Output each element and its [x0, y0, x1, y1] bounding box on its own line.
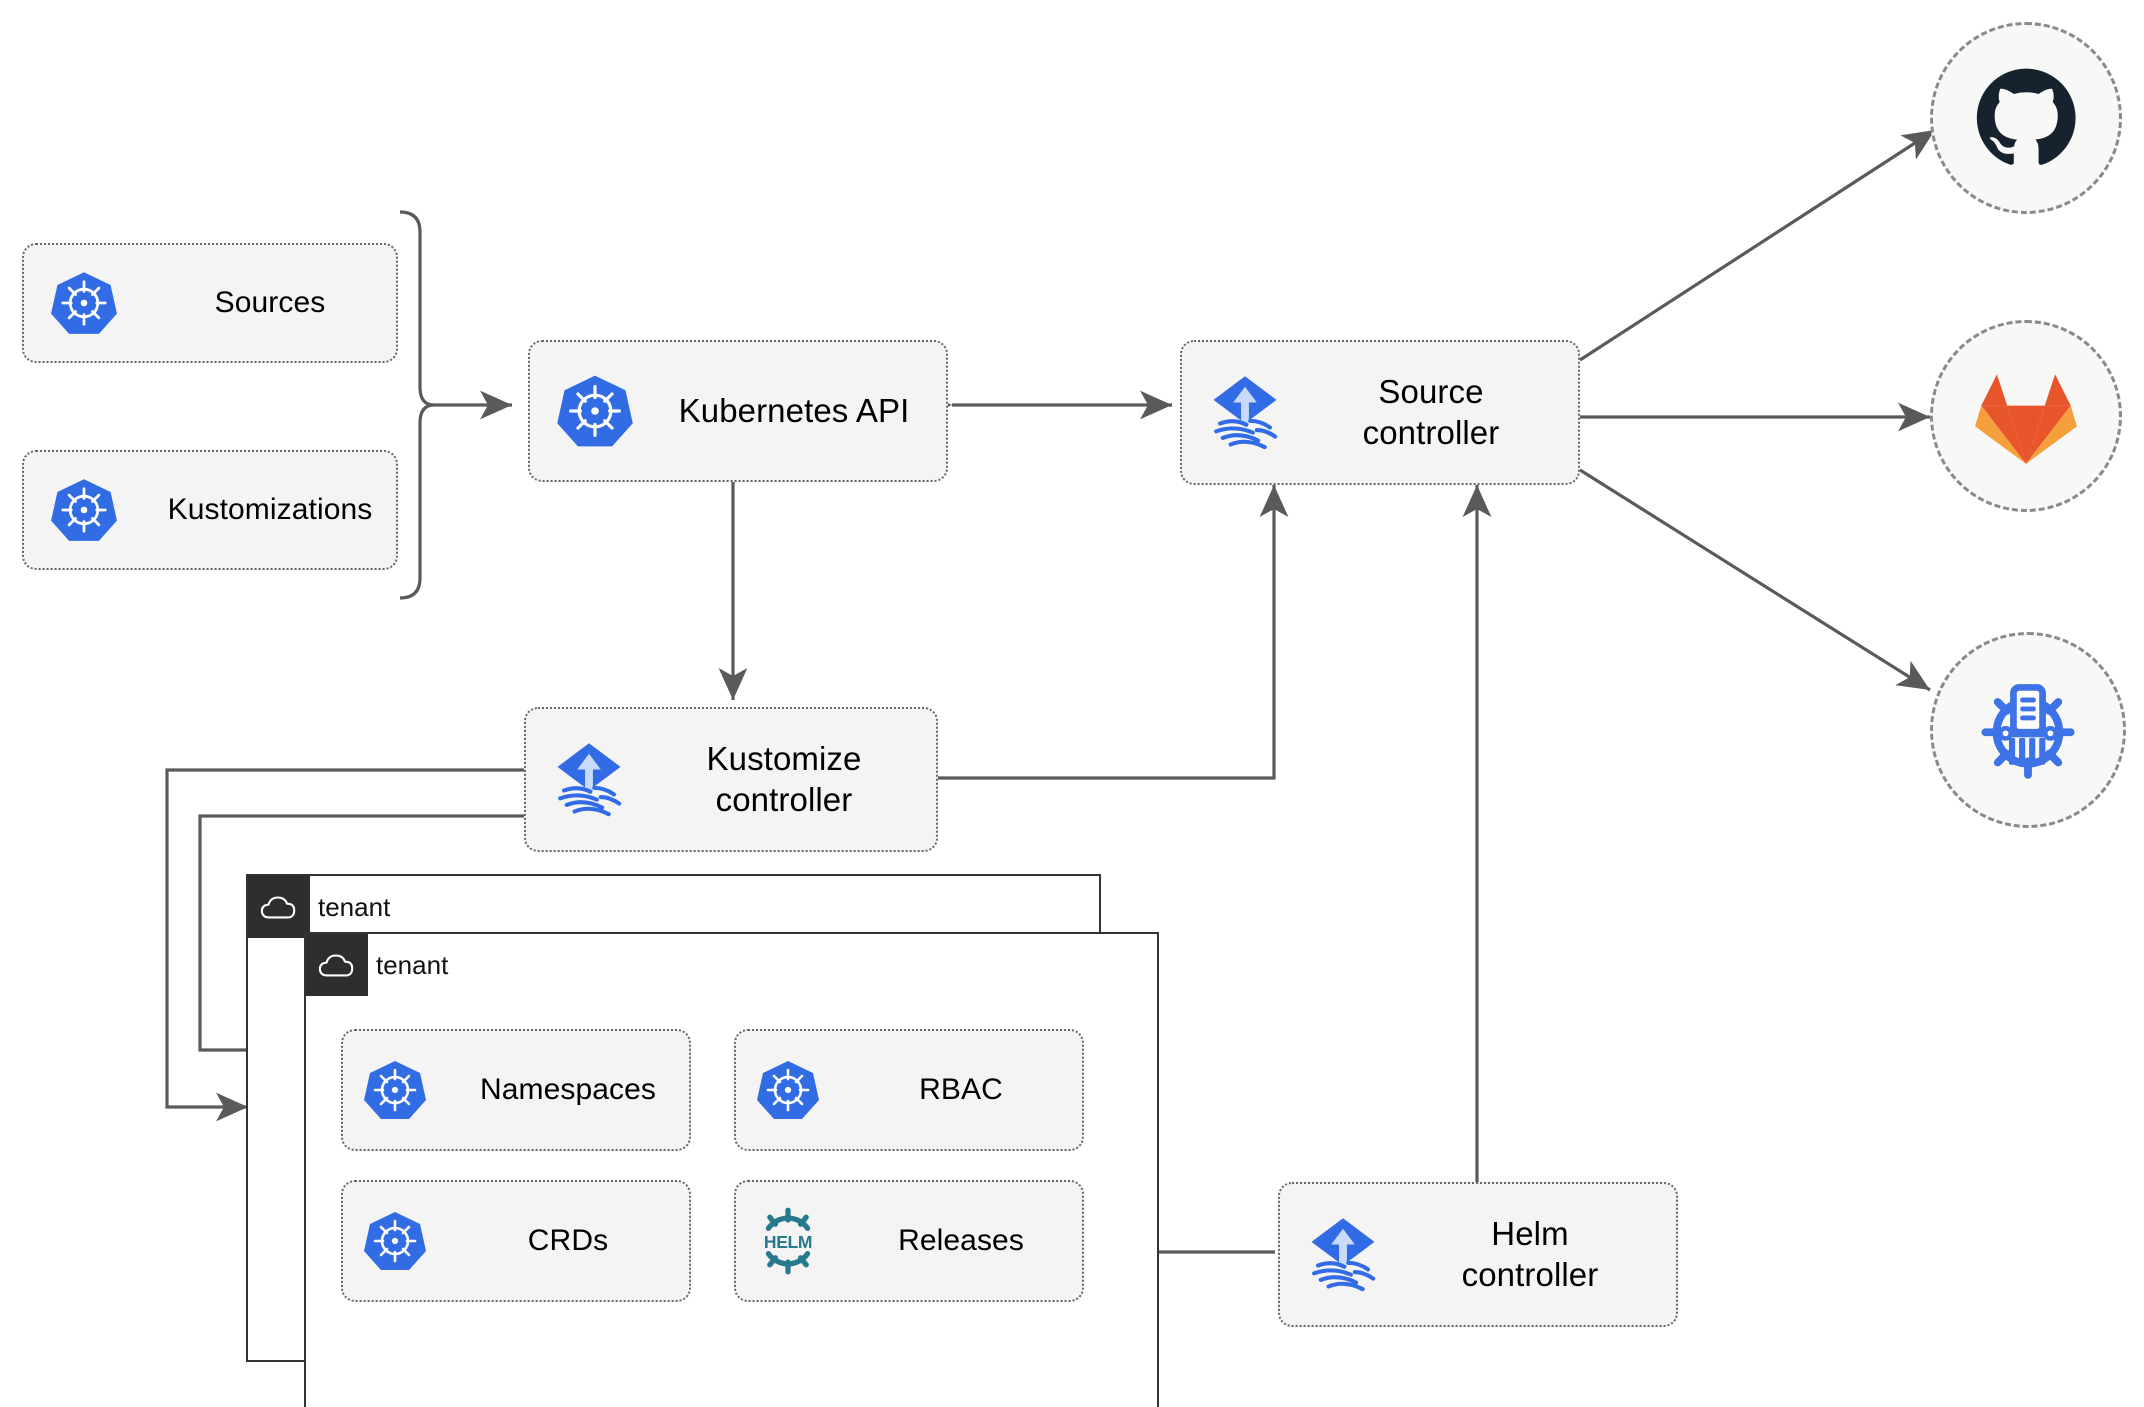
- node-label: Kubernetes API: [678, 391, 910, 429]
- flux-icon: [1280, 1213, 1406, 1297]
- kubernetes-icon: [24, 269, 144, 337]
- kubernetes-icon: [736, 1058, 840, 1122]
- tenant-resource-releases[interactable]: HELM Releases: [734, 1180, 1084, 1302]
- edge-source-controller-to-github: [1579, 128, 1936, 362]
- resource-box-kustomizations[interactable]: Kustomizations: [22, 450, 398, 570]
- github-icon: [1976, 68, 2076, 165]
- node-helm-controller[interactable]: Helm controller: [1278, 1182, 1678, 1327]
- tenant-label: tenant: [376, 949, 449, 980]
- node-label: Helm controller: [1461, 1215, 1599, 1293]
- kubernetes-icon: [24, 476, 144, 544]
- endpoint-github[interactable]: [1930, 22, 2122, 214]
- gitlab-icon: [1975, 374, 2077, 464]
- tenant-label: tenant: [318, 891, 391, 922]
- node-kubernetes-api[interactable]: Kubernetes API: [528, 340, 948, 482]
- flux-icon: [526, 738, 652, 822]
- endpoint-helm-repository[interactable]: [1930, 632, 2126, 828]
- tenant-resource-crds[interactable]: CRDs: [341, 1180, 691, 1302]
- kubernetes-icon: [343, 1209, 447, 1273]
- kubernetes-icon: [343, 1058, 447, 1122]
- kubernetes-icon: [530, 372, 660, 450]
- tenant-resource-label: CRDs: [527, 1223, 609, 1257]
- edge-kustomize-to-source-controller: [938, 485, 1289, 780]
- node-label: Kustomize controller: [706, 740, 862, 818]
- node-label: Source controller: [1362, 373, 1500, 451]
- cloud-icon: [306, 934, 368, 996]
- helm-icon: HELM: [736, 1206, 840, 1276]
- tenant-resource-label: Namespaces: [479, 1072, 657, 1106]
- resource-box-sources[interactable]: Sources: [22, 243, 398, 363]
- resource-label: Kustomizations: [167, 492, 373, 526]
- tenant-resource-label: Releases: [898, 1223, 1024, 1257]
- flux-icon: [1182, 371, 1308, 455]
- tenant-resource-namespaces[interactable]: Namespaces: [341, 1029, 691, 1151]
- edge-resources-bracket: [399, 210, 435, 600]
- resource-label: Sources: [214, 285, 326, 319]
- tenant-resource-rbac[interactable]: RBAC: [734, 1029, 1084, 1151]
- endpoint-gitlab[interactable]: [1930, 320, 2122, 512]
- node-source-controller[interactable]: Source controller: [1180, 340, 1580, 485]
- tenant-container-front[interactable]: tenant Namespaces: [304, 932, 1159, 1407]
- node-kustomize-controller[interactable]: Kustomize controller: [524, 707, 938, 852]
- helm-repository-icon: [1981, 684, 2075, 779]
- cloud-icon: [248, 876, 310, 938]
- svg-text:HELM: HELM: [764, 1232, 812, 1252]
- tenant-resource-label: RBAC: [919, 1072, 1003, 1106]
- edge-source-controller-to-helm-repository: [1579, 468, 1931, 692]
